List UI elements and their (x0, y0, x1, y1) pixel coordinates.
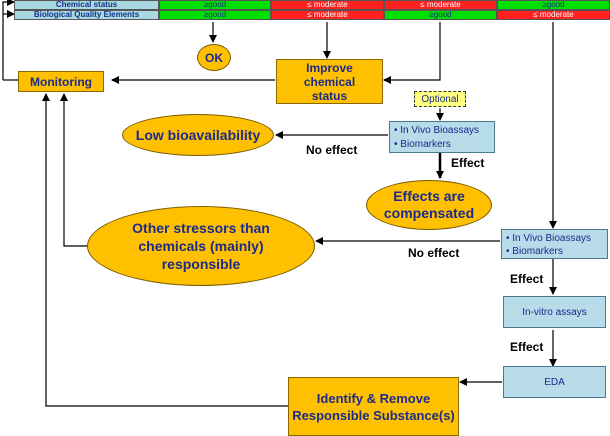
invitro-assays-box: In-vitro assays (503, 296, 606, 328)
effect-label-1: Effect (451, 156, 485, 170)
optional-label: Optional (421, 93, 459, 105)
no-effect-label-1: No effect (306, 143, 358, 157)
low-bioavailability-node: Low bioavailability (122, 114, 274, 156)
chem-cell-1: ≥good (159, 0, 271, 10)
ok-label: OK (205, 50, 223, 65)
bio-cell-1: ≥good (159, 10, 271, 20)
chem-cell-4: ≥good (497, 0, 610, 10)
eda-box: EDA (503, 366, 606, 398)
bio1-item-2: • Biomarkers (394, 139, 451, 150)
col3-to-improve (383, 22, 441, 84)
identify-line-1: Identify & Remove (316, 390, 431, 406)
chemical-status-header: Chemical status (14, 0, 159, 10)
other-line-1: Other stressors than (132, 220, 270, 236)
identify-remove-box: Identify & Remove Responsible Substance(… (288, 377, 459, 436)
improve-chemical-status-box: Improve chemical status (276, 59, 383, 104)
invitro-label: In-vitro assays (522, 306, 587, 318)
other-stressors-node: Other stressors than chemicals (mainly) … (87, 206, 315, 286)
effect-label-2: Effect (510, 272, 544, 286)
bioassays-box-2: • In Vivo Bioassays • Biomarkers (501, 229, 608, 259)
bio2-item-2: • Biomarkers (506, 246, 563, 257)
monitor-loop-line (2, 0, 15, 80)
ok-node: OK (197, 44, 231, 71)
effects-compensated-node: Effects are compensated (366, 180, 492, 230)
bio1-item-1: • In Vivo Bioassays (394, 125, 480, 136)
bio-cell-4: ≤ moderate (497, 10, 610, 20)
connectors (2, 0, 557, 407)
other-line-2: chemicals (mainly) (138, 238, 264, 254)
biological-quality-header: Biological Quality Elements (14, 10, 159, 20)
bio2-item-1: • In Vivo Bioassays (506, 233, 592, 244)
effects-line-1: Effects are (393, 188, 465, 204)
monitoring-label: Monitoring (30, 74, 92, 89)
bio-cell-3: ≥good (384, 10, 497, 20)
chem-cell-3: ≤ moderate (384, 0, 497, 10)
identify-line-2: Responsible Substance(s) (292, 407, 455, 423)
other-line-3: responsible (161, 256, 241, 272)
low-bio-label: Low bioavailability (135, 127, 261, 143)
improve-line-2: chemical (303, 74, 356, 89)
chem-cell-2: ≤ moderate (271, 0, 384, 10)
effects-line-2: compensated (383, 205, 475, 221)
eda-label: EDA (544, 376, 565, 388)
optional-box: Optional (414, 91, 466, 107)
other-to-monitoring (60, 93, 88, 247)
bio-cell-2: ≤ moderate (271, 10, 384, 20)
monitoring-box: Monitoring (18, 71, 104, 92)
effect-label-3: Effect (510, 340, 544, 354)
identify-to-monitoring (42, 93, 288, 407)
improve-line-1: Improve (306, 60, 353, 75)
improve-line-3: status (311, 88, 348, 103)
bioassays-box-1: • In Vivo Bioassays • Biomarkers (389, 121, 495, 153)
no-effect-label-2: No effect (408, 246, 460, 260)
